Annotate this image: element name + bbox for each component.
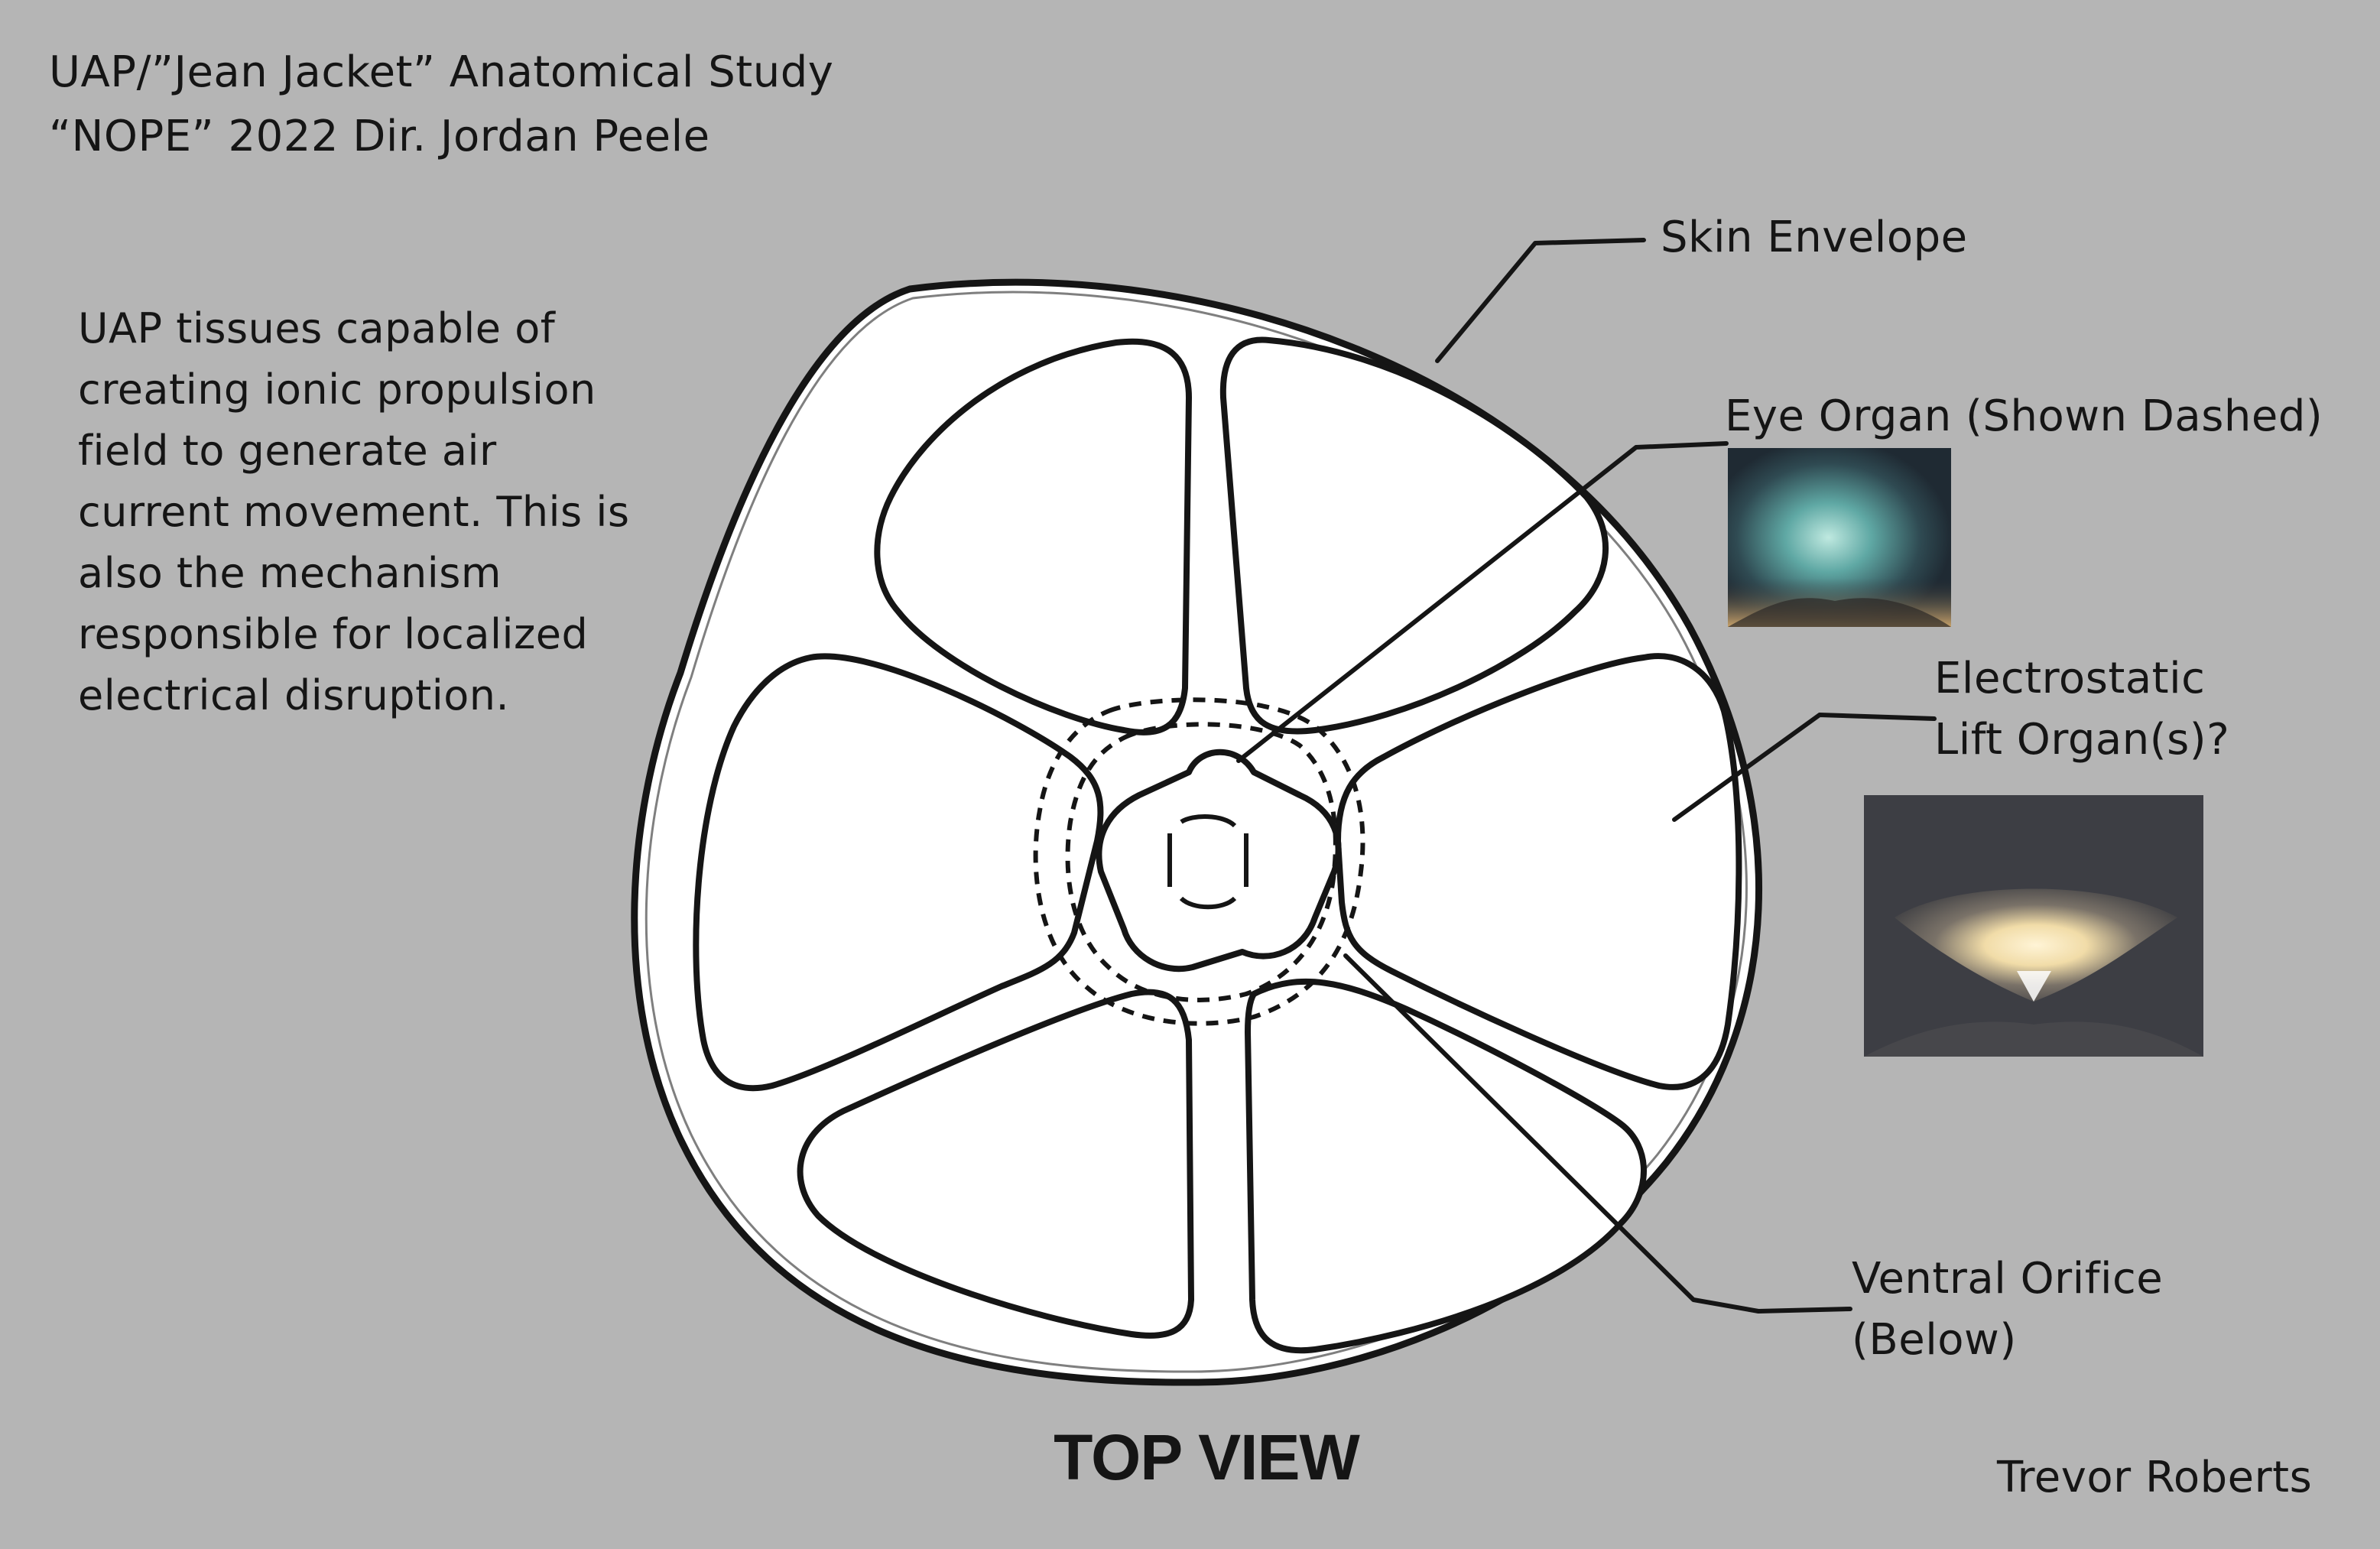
lift-organ-lobe	[874, 338, 1192, 736]
description-line: also the mechanism	[78, 549, 502, 597]
description-line: field to generate air	[78, 427, 497, 475]
eye-organ-photo	[1728, 448, 1951, 627]
label-ventral-orifice-line-1: Ventral Orifice	[1852, 1254, 2164, 1304]
eye-organ-leader	[1236, 441, 1729, 763]
title-line-2: “NOPE” 2022 Dir. Jordan Peele	[49, 112, 710, 161]
skin-envelope-leader	[1435, 238, 1646, 363]
description-line: creating ionic propulsion	[78, 365, 596, 414]
lift-organ-photo	[1864, 795, 2203, 1057]
description-line: responsible for localized	[78, 610, 589, 658]
lift-organ-lobe	[1245, 979, 1647, 1354]
description-line: current movement. This is	[78, 488, 630, 536]
lift-organ-lobe	[693, 653, 1104, 1092]
callout-lines	[1236, 238, 1937, 1314]
eye-organ-dashed	[1033, 697, 1365, 1026]
label-eye-organ: Eye Organ (Shown Dashed)	[1725, 391, 2323, 441]
lift-organ-leader	[1672, 713, 1937, 822]
ventral-orifice	[1096, 749, 1342, 973]
caption-top-view: TOP VIEW	[1054, 1421, 1360, 1493]
description-line: electrical disruption.	[78, 671, 510, 719]
label-lift-organ-line-1: Electrostatic	[1934, 654, 2206, 703]
label-skin-envelope: Skin Envelope	[1661, 213, 1968, 262]
description-line: UAP tissues capable of	[78, 304, 556, 352]
ventral-orifice-leader	[1343, 953, 1852, 1314]
artist-signature: Trevor Roberts	[1997, 1453, 2313, 1502]
lift-organ-lobe	[1219, 336, 1609, 735]
lift-organ-lobe	[797, 989, 1194, 1339]
title-line-1: UAP/”Jean Jacket” Anatomical Study	[49, 47, 834, 97]
label-ventral-orifice-line-2: (Below)	[1852, 1315, 2017, 1365]
label-lift-organ-line-2: Lift Organ(s)?	[1934, 715, 2230, 765]
lift-organ-lobes	[693, 336, 1742, 1354]
